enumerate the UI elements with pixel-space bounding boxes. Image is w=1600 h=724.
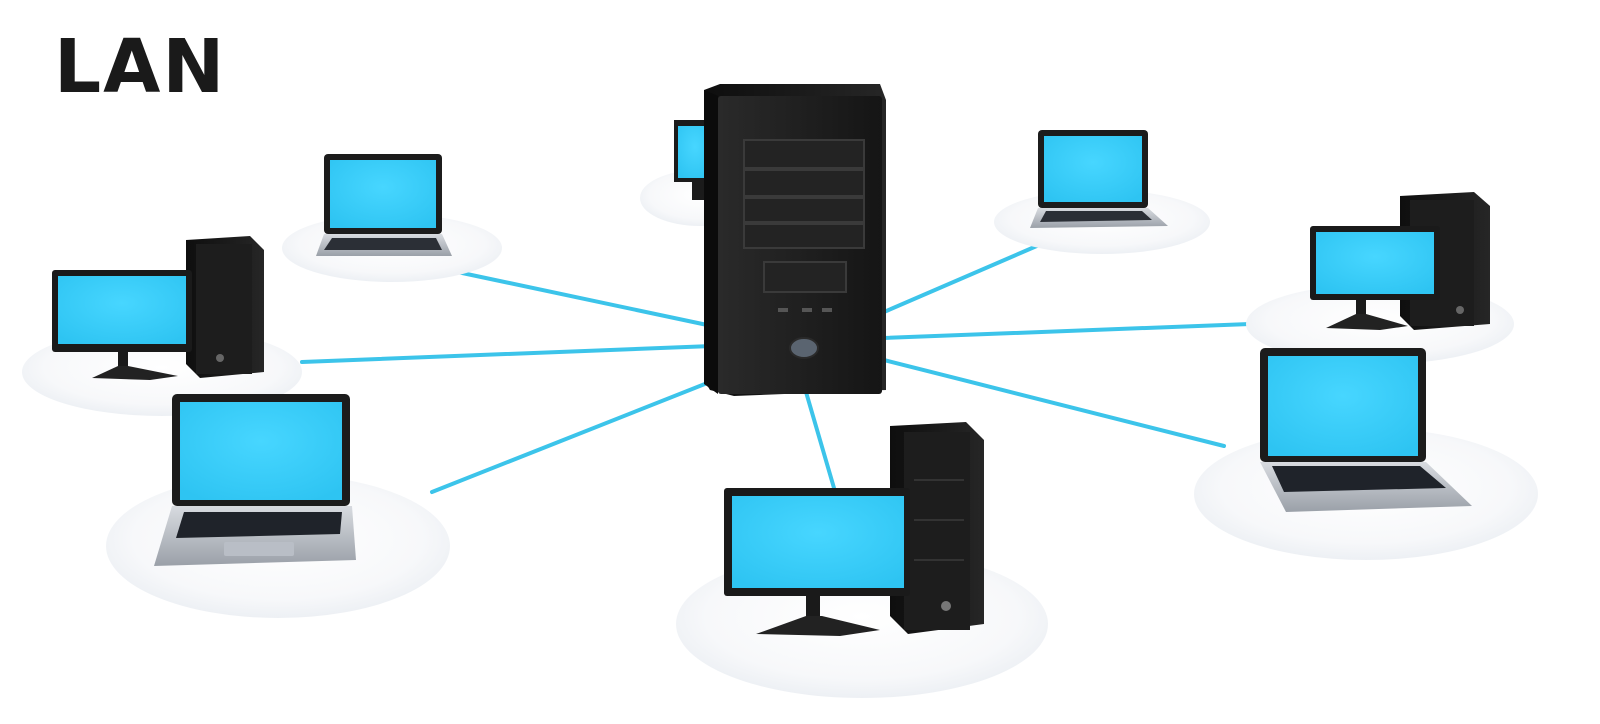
node-top-left-laptop	[282, 154, 502, 282]
link-top-right-laptop	[882, 240, 1048, 314]
node-right-desktop	[1246, 192, 1514, 364]
node-left-desktop	[22, 236, 302, 416]
laptop-icon	[154, 394, 356, 566]
link-top-left-laptop	[446, 268, 714, 328]
desktop-computer-icon	[724, 422, 984, 636]
desktop-computer-icon	[1310, 192, 1490, 330]
server-tower-icon	[704, 84, 886, 396]
laptop-icon	[316, 154, 452, 256]
diagram-title: LAN	[54, 24, 227, 110]
power-button-icon	[789, 337, 819, 359]
desktop-computer-icon	[52, 236, 264, 380]
link-bottom-left-laptop	[430, 376, 722, 494]
drive-bays	[743, 139, 865, 293]
stand	[692, 182, 704, 200]
node-top-right-laptop	[994, 130, 1210, 254]
links	[300, 240, 1252, 494]
link-left-desktop	[300, 344, 714, 364]
node-bottom-left-laptop	[106, 394, 450, 618]
laptop-icon	[1260, 348, 1472, 512]
link-bottom-desktop	[804, 390, 836, 490]
link-right-desktop	[882, 322, 1252, 340]
link-bottom-right-laptop	[882, 358, 1226, 448]
node-bottom-right-laptop	[1194, 348, 1538, 560]
laptop-icon	[1030, 130, 1168, 228]
node-bottom-desktop	[676, 422, 1048, 698]
